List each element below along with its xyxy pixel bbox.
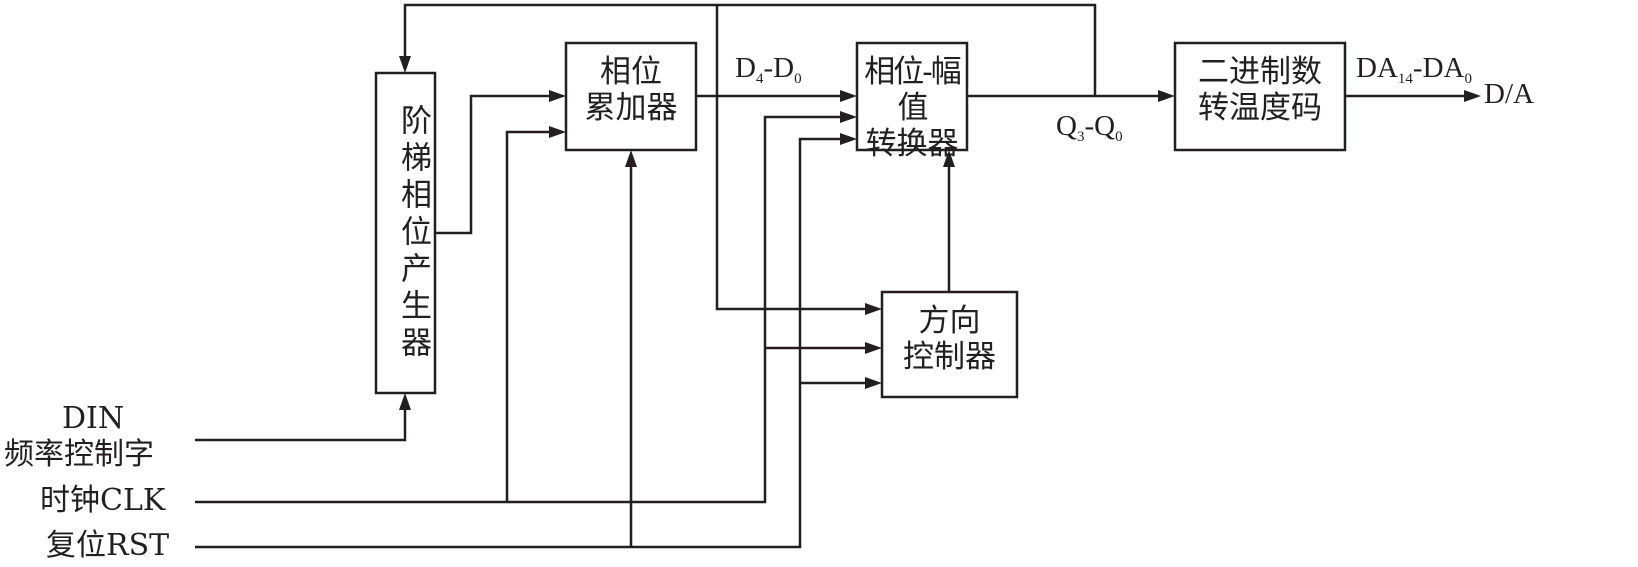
q-bus-msb: Q (1056, 110, 1077, 142)
arrow-into-accumulator-1 (549, 90, 566, 102)
rst-wire-main (195, 137, 844, 549)
arrow-into-stair-top (399, 56, 411, 73)
din-wire (195, 406, 407, 442)
direction-label-line2: 控制器 (903, 339, 996, 375)
da-bus-msb: DA (1356, 52, 1398, 84)
stair-phase-generator-block (374, 71, 437, 395)
da-bus-sep: - (1412, 52, 1423, 84)
d-bus-label: D4-D0 (735, 52, 802, 88)
phase-amp-label-line2: 转换器 (865, 126, 959, 162)
bin-thermo-label-line1: 二进制数 (1198, 54, 1322, 90)
phase-accumulator-label-line1: 相位 (600, 54, 662, 90)
d-bus-sep: - (763, 52, 774, 84)
clk-to-accumulator-wire (505, 130, 553, 502)
din-label: DIN (62, 401, 125, 436)
q-bus-lsb: Q (1094, 110, 1116, 142)
da-output-label: D/A (1484, 78, 1534, 110)
arrow-into-phase-amp-1 (840, 90, 857, 102)
clock-clk-label: 时钟CLK (40, 483, 166, 518)
arrow-into-direction-2 (865, 342, 882, 354)
phase-accumulator-label: 相位 累加器 (566, 54, 696, 126)
phase-amplitude-converter-label: 相位-幅值 转换器 (857, 54, 967, 162)
arrow-to-da-output (1464, 90, 1481, 102)
arrow-into-direction-3 (865, 377, 882, 389)
direction-controller-label: 方向 控制器 (882, 303, 1017, 375)
d-bus-msb: D (735, 52, 756, 84)
arrow-into-phase-amp-2 (840, 111, 857, 123)
phase-amplitude-converter-block (855, 41, 969, 152)
stair-to-accumulator-wire (435, 94, 553, 235)
frequency-control-word-label: 频率控制字 (4, 437, 154, 472)
d-bus-lsb-sub: 0 (794, 71, 802, 87)
stair-phase-generator-label: 阶梯相位产生器 (395, 104, 431, 363)
da-bus-msb-sub: 14 (1397, 71, 1413, 87)
feedback-wire-to-direction (715, 5, 869, 311)
arrow-into-bin-thermo (1158, 90, 1175, 102)
feedback-wire-top (403, 3, 1097, 96)
arrow-into-accumulator-2 (549, 126, 566, 138)
q-bus-sep: - (1084, 110, 1095, 142)
phase-accumulator-label-line2: 累加器 (584, 90, 678, 126)
phase-amp-label-line1: 相位-幅值 (864, 54, 961, 126)
arrow-into-stair-bottom (399, 393, 411, 410)
q-bus-label: Q3-Q0 (1056, 110, 1123, 146)
d-bus-msb-sub: 4 (755, 71, 764, 87)
q-bus-lsb-sub: 0 (1115, 129, 1123, 145)
direction-label-line1: 方向 (918, 303, 981, 339)
clk-wire-main (195, 115, 844, 504)
phase-accumulator-block (564, 41, 698, 152)
bin-thermo-label-line2: 转温度码 (1198, 90, 1322, 126)
reset-rst-label: 复位RST (46, 528, 170, 563)
da-bus-label: DA14-DA0 (1356, 52, 1472, 88)
da-bus-lsb: DA (1422, 52, 1465, 84)
arrow-into-direction-1 (865, 303, 882, 315)
direction-controller-block (880, 290, 1019, 399)
d-bus-lsb: D (773, 52, 795, 84)
arrow-into-accumulator-bottom (625, 150, 637, 167)
arrow-into-phase-amp-bottom (943, 150, 955, 167)
q-bus-msb-sub: 3 (1076, 129, 1085, 145)
da-bus-lsb-sub: 0 (1464, 71, 1472, 87)
binary-to-thermometer-label: 二进制数 转温度码 (1175, 54, 1345, 126)
arrow-into-phase-amp-3 (840, 133, 857, 145)
